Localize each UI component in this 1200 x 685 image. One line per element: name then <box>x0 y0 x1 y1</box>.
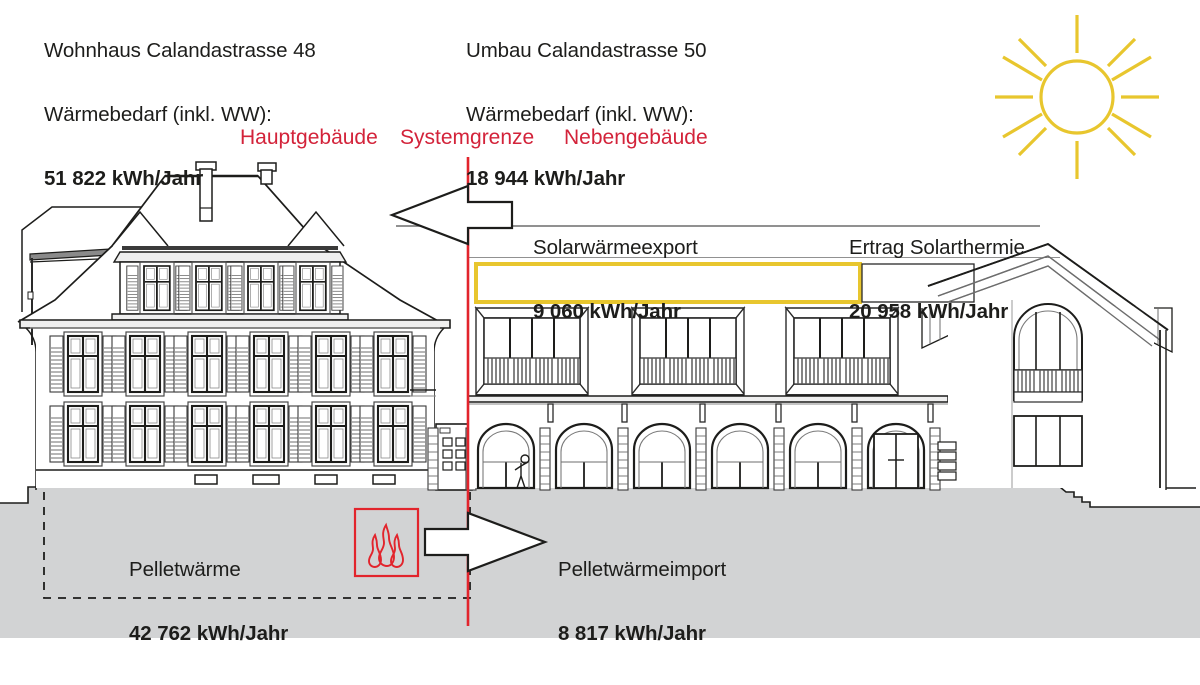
basement-vents <box>194 474 396 485</box>
facade-windows-lower <box>50 402 426 466</box>
solar-collector-panel <box>474 262 862 304</box>
arrow-left-icon <box>388 184 514 246</box>
flow-pellet-heat: Pelletwärme 42 762 kWh/Jahr <box>129 518 288 685</box>
solar-yield-value: 20 958 kWh/Jahr <box>849 300 1009 324</box>
header-nebengebaeude: Nebengebäude <box>564 126 708 149</box>
umbau-name: Umbau Calandastrasse 50 <box>466 39 707 63</box>
arrow-right-icon <box>423 511 549 573</box>
chimney-left <box>195 161 217 222</box>
solar-export-label: Solarwärmeexport <box>533 236 698 260</box>
pellet-heat-value: 42 762 kWh/Jahr <box>129 622 289 646</box>
building-elevation-drawing <box>0 15 1200 638</box>
flow-solar-heat-export: Solarwärmeexport 9 060 kWh/Jahr <box>533 196 698 363</box>
pellet-boiler-box <box>353 507 420 578</box>
dormer-band <box>111 246 349 321</box>
umbau-demand-label: Wärmebedarf (inkl. WW): <box>466 103 694 127</box>
sun-icon <box>995 15 1159 179</box>
gable-arched-window <box>1013 303 1083 467</box>
diagram-canvas: Wohnhaus Calandastrasse 48 Wärmebedarf (… <box>0 0 1200 646</box>
solar-export-value: 9 060 kWh/Jahr <box>533 300 681 324</box>
exterior-stairs <box>937 441 957 481</box>
top-block-umbau-50: Umbau Calandastrasse 50 Wärmebedarf (ink… <box>466 0 707 230</box>
right-gable <box>921 242 1173 488</box>
pellet-import-label: Pelletwärmeimport <box>558 558 727 582</box>
wohnhaus-name: Wohnhaus Calandastrasse 48 <box>44 39 316 63</box>
facade-windows-upper <box>50 332 426 396</box>
header-hauptgebaeude: Hauptgebäude <box>240 126 378 149</box>
ground-fill <box>0 486 1200 638</box>
flame-icon <box>368 522 404 568</box>
solar-yield-label: Ertrag Solarthermie <box>849 236 1025 260</box>
connector-structure <box>410 389 477 491</box>
chimney-right <box>257 162 277 185</box>
header-systemgrenze: Systemgrenze <box>400 126 535 149</box>
flow-solar-thermal-yield: Ertrag Solarthermie 20 958 kWh/Jahr <box>849 196 1025 363</box>
pellet-heat-label: Pelletwärme <box>129 558 241 582</box>
main-building-wohnhaus <box>17 161 451 490</box>
pellet-import-value: 8 817 kWh/Jahr <box>558 622 706 646</box>
top-block-wohnhaus-48: Wohnhaus Calandastrasse 48 Wärmebedarf (… <box>44 0 316 230</box>
flow-pellet-heat-import: Pelletwärmeimport 8 817 kWh/Jahr <box>558 518 726 685</box>
side-building-umbau <box>396 225 1196 491</box>
wohnhaus-demand-value: 51 822 kWh/Jahr <box>44 167 204 191</box>
entrance-door <box>873 433 919 489</box>
wohnhaus-demand-label: Wärmebedarf (inkl. WW): <box>44 103 272 127</box>
person-figure <box>514 454 530 489</box>
umbau-demand-value: 18 944 kWh/Jahr <box>466 167 626 191</box>
